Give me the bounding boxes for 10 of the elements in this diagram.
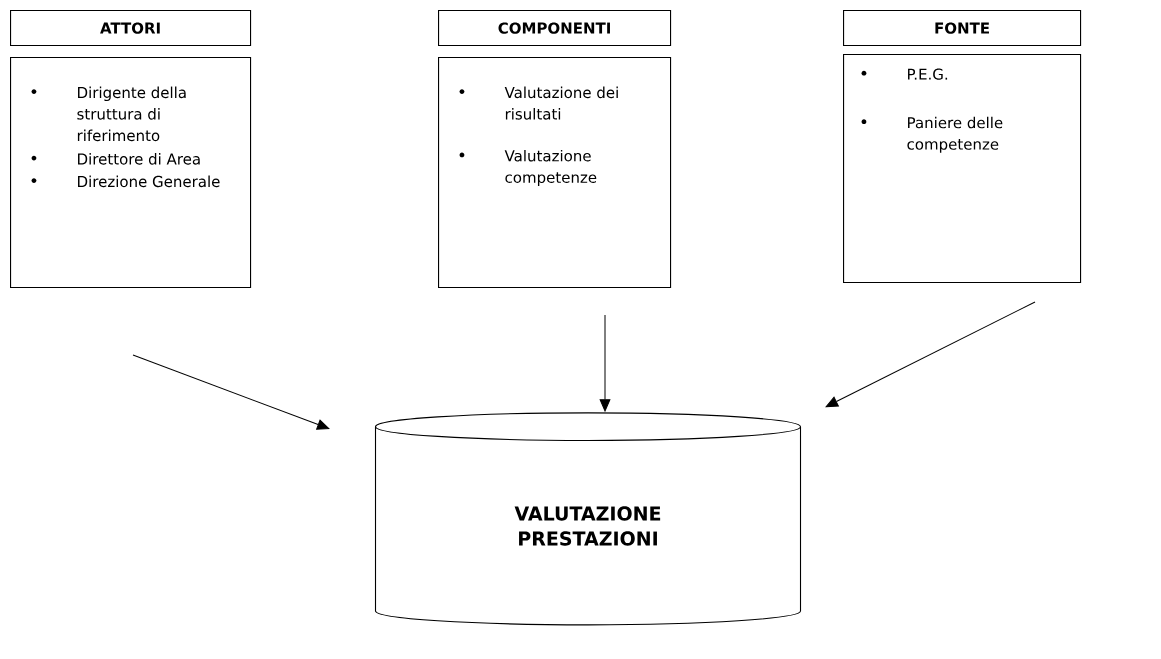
bullet-list-box: P.E.G. Paniere delle competenze bbox=[843, 54, 1082, 284]
cylinder: VALUTAZIONE PRESTAZIONI bbox=[374, 412, 802, 626]
bullet-list-box: Dirigente della struttura di riferimento Direttore di Area Direzione Generale bbox=[10, 57, 252, 289]
header-box: COMPONENTI bbox=[438, 10, 672, 47]
header-box: ATTORI bbox=[10, 10, 252, 47]
header-box: FONTE bbox=[843, 10, 1082, 47]
bullet-list-box: Valutazione dei risultati Valutazione competenze bbox=[438, 57, 672, 289]
arrow bbox=[132, 354, 330, 430]
arrow bbox=[599, 314, 611, 412]
arrow bbox=[825, 301, 1036, 408]
